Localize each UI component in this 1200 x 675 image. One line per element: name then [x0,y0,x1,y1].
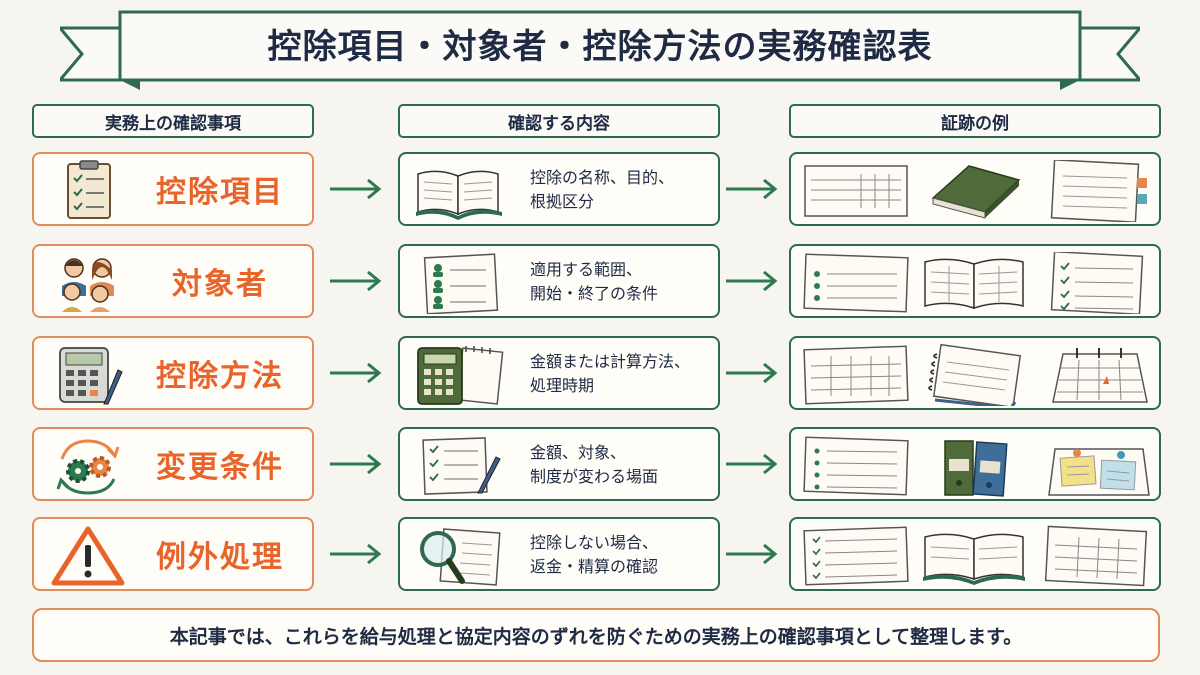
arrow-right-icon [330,178,382,200]
arrow-right-icon [726,453,778,475]
binders-icon [944,440,1008,497]
content-line: 返金・精算の確認 [530,557,659,576]
tabbed-document-icon [1050,160,1147,222]
evidence-box [789,517,1161,591]
item-box: 例外処理 [32,517,314,591]
open-book-icon [923,533,1025,585]
evidence-box [789,152,1161,226]
arrow-right-icon [726,543,778,565]
arrow-right-icon [330,362,382,384]
footer-note: 本記事では、これらを給与処理と協定内容のずれを防ぐための実務上の確認事項として整… [32,608,1160,662]
content-box: 控除しない場合、 返金・精算の確認 [398,517,720,591]
person-list-sheet-icon [803,253,909,313]
content-line: 金額、対象、 [530,443,627,462]
content-box: 金額、対象、 制度が変わる場面 [398,427,720,501]
arrow-right-icon [330,543,382,565]
content-line: 適用する範囲、 [530,260,643,279]
item-box: 控除項目 [32,152,314,226]
clipboard-checklist-icon [67,160,111,219]
item-box: 対象者 [32,244,314,318]
evidence-box [789,427,1161,501]
content-line: 開始・終了の条件 [530,284,659,303]
column-header-evidence: 証跡の例 [789,104,1161,138]
open-ledger-icon [924,258,1024,310]
table-document-icon [1044,525,1148,587]
grid-sheet-icon [803,345,909,405]
checklist-sheet-icon [803,526,909,586]
column-header-content: 確認する内容 [398,104,720,138]
row-change-conditions: 変更条件 金額、対象、 制度が変わる場面 [0,427,1200,505]
open-book-icon [416,170,502,220]
row-exception-handling: 例外処理 控除しない場合、 返金・精算の確認 [0,517,1200,595]
item-label: 控除方法 [156,359,284,394]
content-line: 控除しない場合、 [530,533,659,552]
calculator-notepad-icon [417,346,504,405]
arrow-right-icon [330,453,382,475]
spiral-notebook-icon [928,344,1022,406]
item-label: 対象者 [172,267,268,302]
title-banner: 控除項目・対象者・控除方法の実務確認表 [60,8,1140,90]
gears-cycle-icon [56,439,120,495]
row-deduction-method: 控除方法 金額または計算方法、 処理時期 [0,336,1200,414]
evidence-box [789,336,1161,410]
calculator-pen-icon [59,347,123,405]
arrow-right-icon [726,270,778,292]
warning-triangle-icon [51,526,125,586]
content-box: 適用する範囲、 開始・終了の条件 [398,244,720,318]
arrow-right-icon [726,362,778,384]
item-label: 控除項目 [156,175,284,210]
ribbon-icon [60,10,1140,90]
content-box: 金額または計算方法、 処理時期 [398,336,720,410]
desk-calendar-icon [1052,348,1148,403]
bullet-list-sheet-icon [803,436,909,496]
page-title: 控除項目・対象者・控除方法の実務確認表 [267,26,933,67]
people-group-icon [62,258,114,312]
evidence-box [789,244,1161,318]
item-label: 例外処理 [156,540,284,575]
content-line: 処理時期 [530,376,595,395]
column-header-confirm-items: 実務上の確認事項 [32,104,314,138]
item-box: 控除方法 [32,336,314,410]
magnifier-document-icon [420,528,501,586]
content-line: 金額または計算方法、 [530,352,691,371]
closed-book-icon [931,165,1021,219]
item-box: 変更条件 [32,427,314,501]
checklist-document-icon [1050,252,1144,314]
row-target-persons: 対象者 適用する範囲、 開始・終了の条件 [0,244,1200,322]
table-form-icon [804,165,908,217]
content-box: 控除の名称、目的、 根拠区分 [398,152,720,226]
arrow-right-icon [330,270,382,292]
content-line: 制度が変わる場面 [530,467,659,486]
item-label: 変更条件 [156,450,284,485]
person-list-document-icon [423,253,499,314]
content-line: 控除の名称、目的、 [530,168,675,187]
checklist-pen-icon [422,437,501,495]
sticky-notes-board-icon [1048,448,1150,496]
row-deduction-items: 控除項目 控除の名称、目的、 根拠区分 [0,152,1200,230]
content-line: 根拠区分 [530,192,595,211]
arrow-right-icon [726,178,778,200]
